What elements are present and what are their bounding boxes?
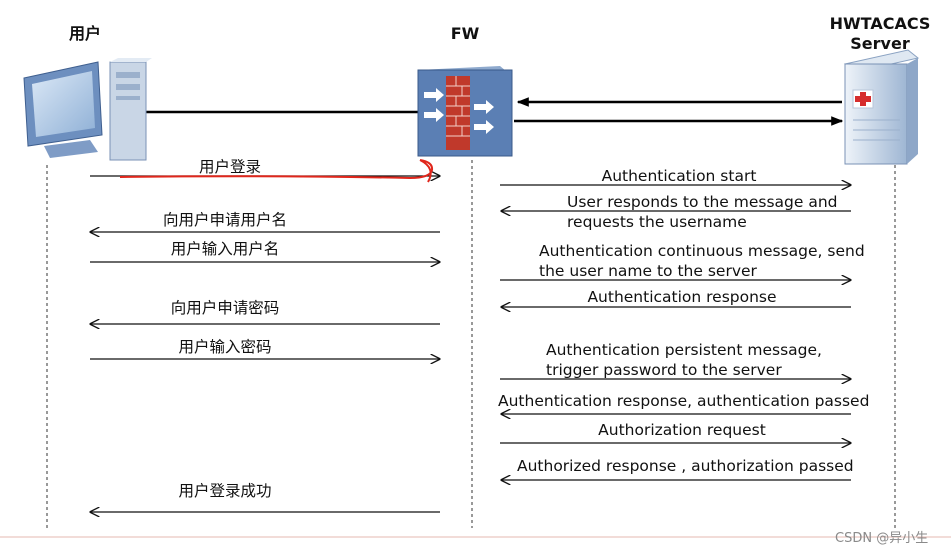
firewall-icon (417, 66, 513, 157)
server-icon (843, 49, 920, 165)
msg-label-auth-passed: Authentication response, authentication … (498, 392, 870, 410)
msg-label-auth-response: Authentication response (587, 288, 777, 306)
msg-label-request-password: 向用户申请密码 (170, 299, 280, 317)
msg-label-login-success: 用户登录成功 (178, 482, 272, 500)
watermark: CSDN @异小生 (835, 531, 929, 546)
fw-header: FW (450, 24, 480, 43)
msg-label-input-password: 用户输入密码 (178, 338, 272, 356)
server-header-line2: Server (850, 34, 910, 53)
msg-label-auth-persistent-1: Authentication persistent message, (546, 341, 822, 359)
msg-label-user-login: 用户登录 (198, 158, 261, 176)
pc-icon (23, 58, 152, 161)
msg-label-request-username: 向用户申请用户名 (162, 211, 287, 229)
user-header: 用户 (68, 24, 101, 43)
msg-label-auth-persistent-2: trigger password to the server (546, 361, 782, 379)
msg-label-auth-continue-1: Authentication continuous message, send (539, 242, 865, 260)
red-annotation-mark (119, 159, 434, 183)
server-header-line1: HWTACACS (829, 14, 931, 33)
msg-label-authz-request: Authorization request (598, 421, 766, 439)
msg-label-user-responds-1: User responds to the message and (567, 193, 838, 211)
msg-label-auth-start: Authentication start (601, 167, 757, 185)
msg-label-user-responds-2: requests the username (567, 213, 747, 231)
msg-label-auth-continue-2: the user name to the server (539, 262, 757, 280)
msg-label-input-username: 用户输入用户名 (170, 240, 280, 258)
msg-label-authz-passed: Authorized response , authorization pass… (517, 457, 854, 475)
